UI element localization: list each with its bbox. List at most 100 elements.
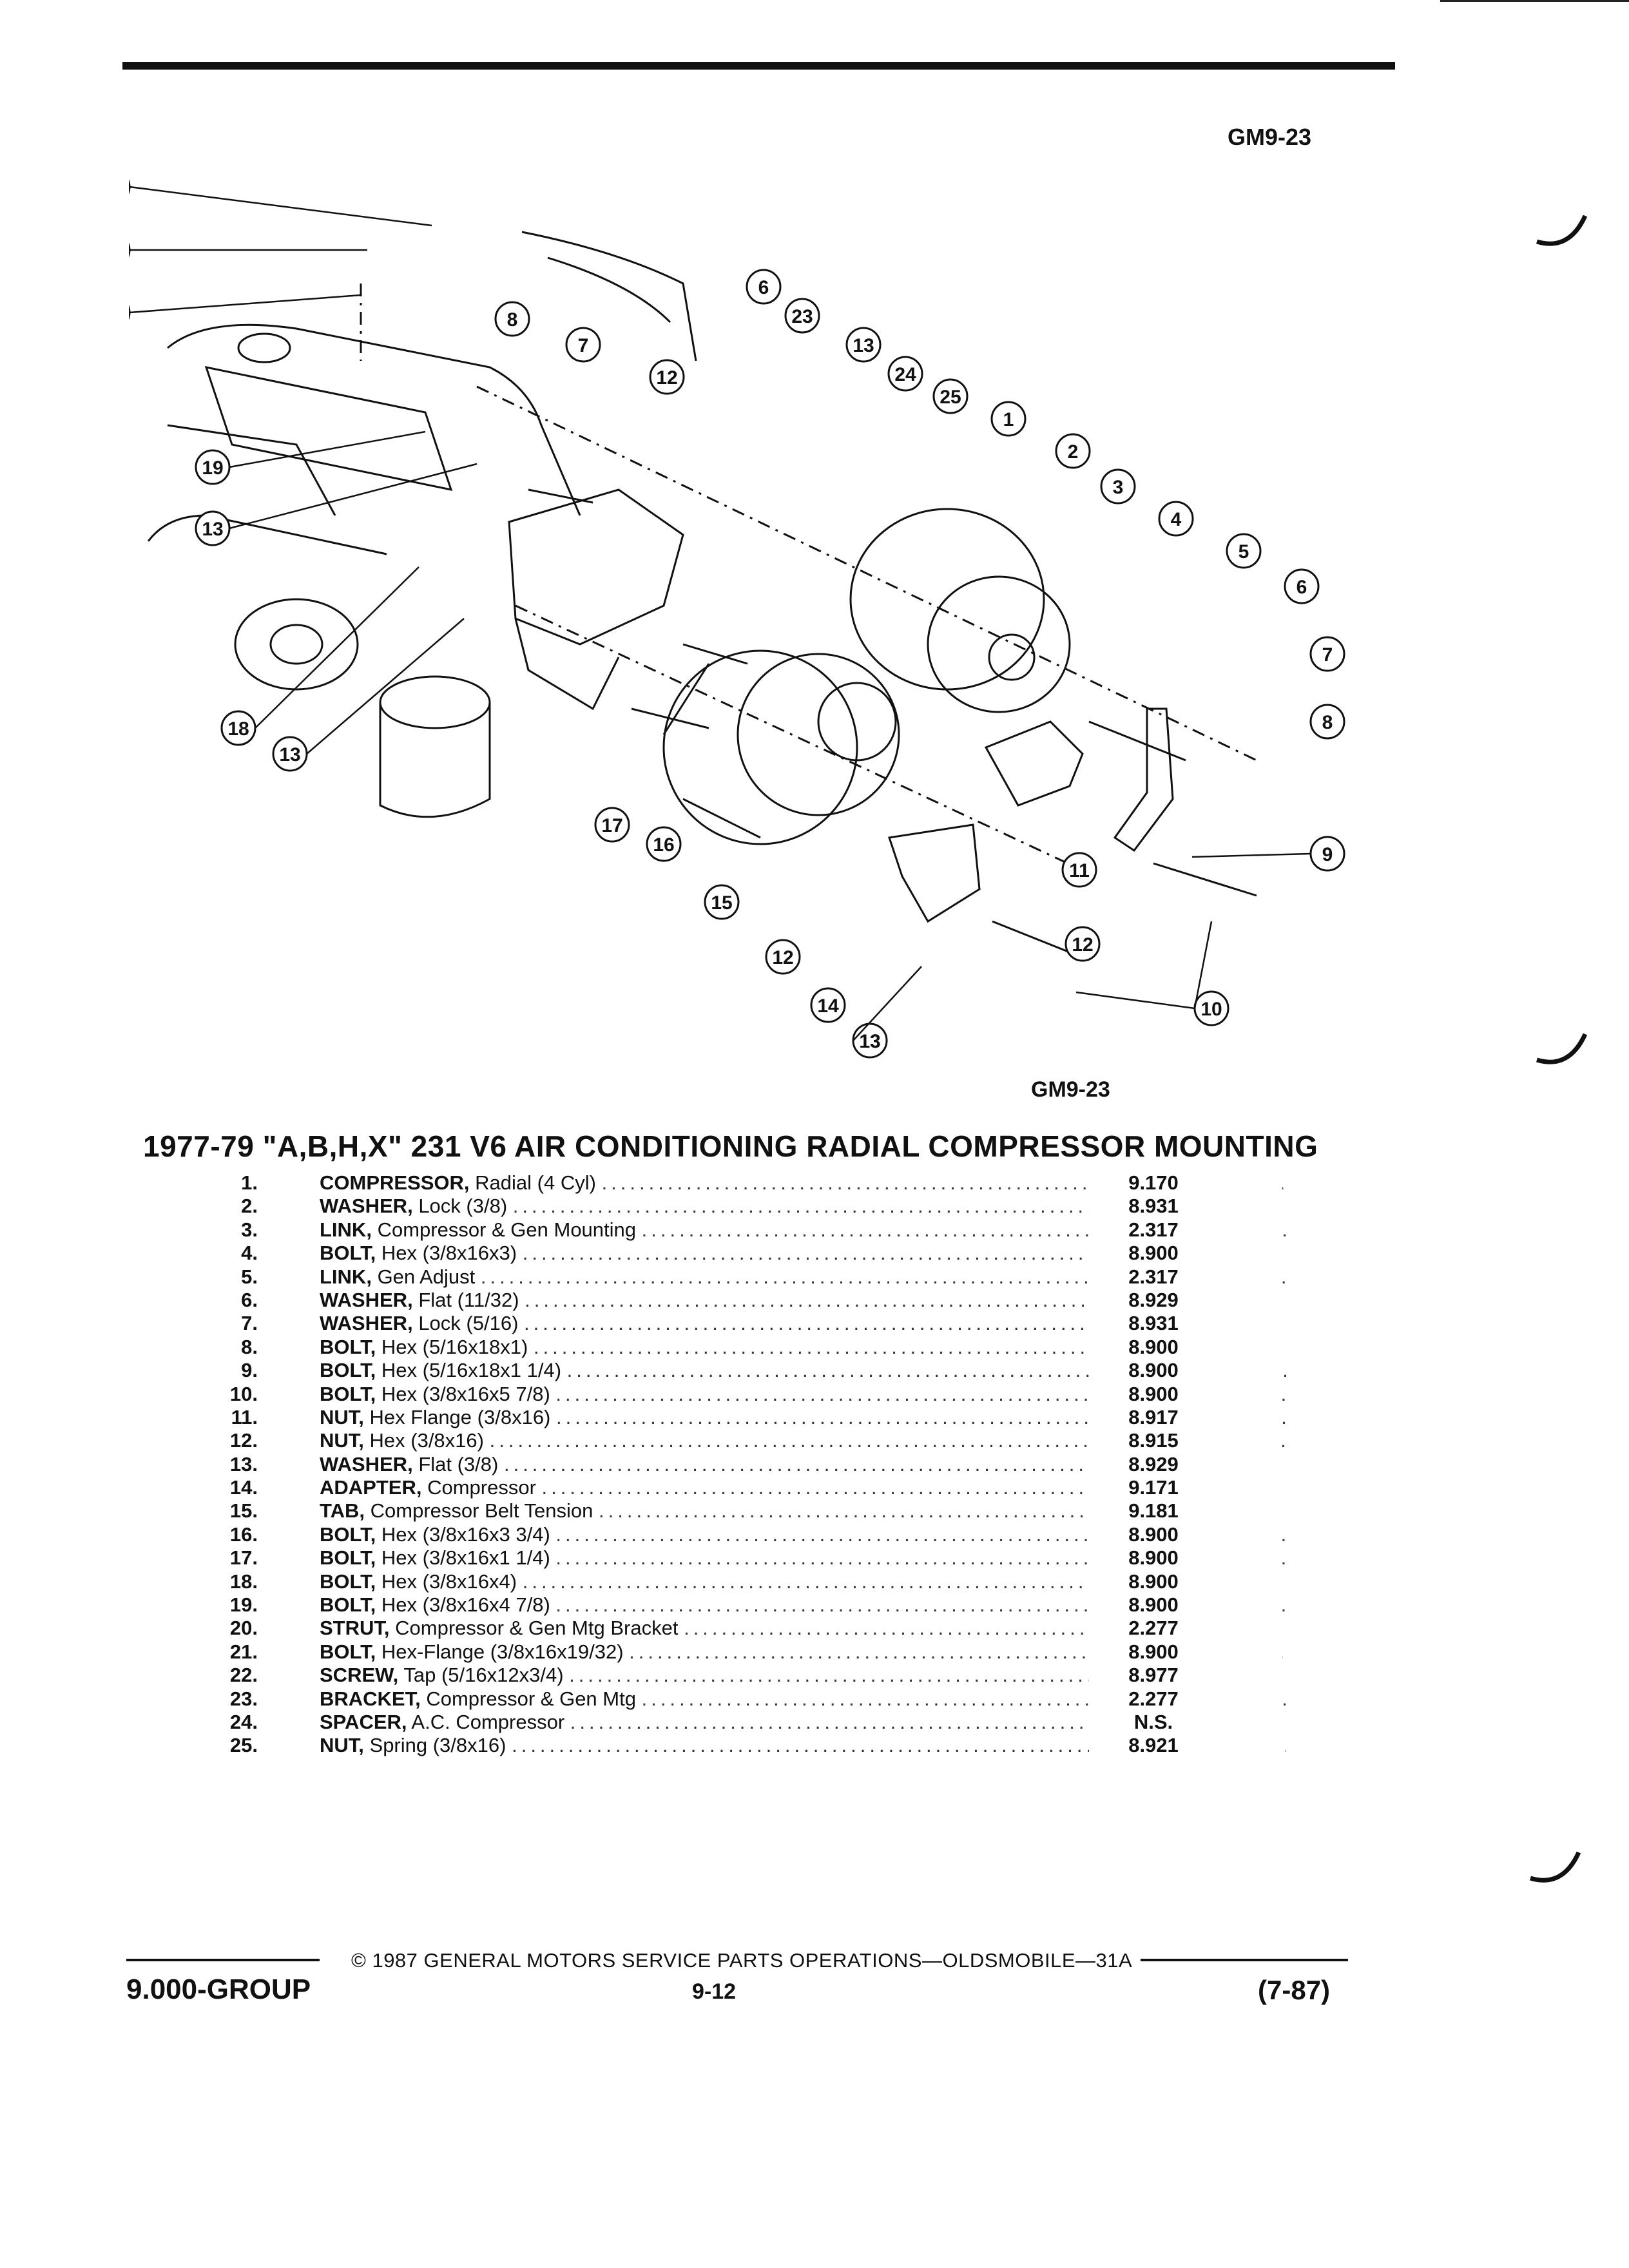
svg-text:17: 17 <box>601 815 622 836</box>
svg-text:1: 1 <box>1003 409 1014 430</box>
part-code: 8.915 <box>1115 1429 1192 1453</box>
callout-circles <box>129 179 1345 1059</box>
svg-text:11: 11 <box>1069 860 1090 881</box>
part-number: 20. <box>229 1617 258 1640</box>
part-name: WASHER, <box>320 1312 413 1335</box>
part-description: Tap (5/16x12x3/4) <box>403 1664 564 1687</box>
part-name: BOLT, <box>320 1242 376 1265</box>
part-code: 8.977 <box>1115 1664 1192 1687</box>
part-code: 8.900 <box>1115 1546 1192 1570</box>
svg-text:13: 13 <box>202 519 223 540</box>
svg-text:16: 16 <box>653 834 674 856</box>
figure-id-bottom: GM9-23 <box>1031 1077 1110 1102</box>
part-row: 5.LINK, Gen Adjust .....................… <box>193 1265 1286 1289</box>
part-row: 10.BOLT, Hex (3/8x16x5 7/8) ............… <box>193 1382 1286 1406</box>
part-code: 2.277 <box>1115 1617 1192 1640</box>
part-name: NUT, <box>320 1429 364 1452</box>
part-code: 8.900 <box>1115 1593 1192 1617</box>
part-name: BOLT, <box>320 1546 376 1570</box>
part-name: NUT, <box>320 1734 364 1757</box>
svg-text:24: 24 <box>894 364 916 385</box>
part-description: Flat (11/32) <box>418 1288 519 1311</box>
part-code: 8.931 <box>1115 1195 1192 1218</box>
part-number: 15. <box>229 1499 258 1523</box>
part-name: ADAPTER, <box>320 1476 422 1499</box>
part-number: 25. <box>229 1734 258 1757</box>
part-description: Hex Flange (3/8x16) <box>369 1405 551 1428</box>
part-description: Hex (3/8x16) <box>369 1429 484 1452</box>
part-number: 11. <box>231 1405 258 1428</box>
exploded-diagram: 22 21 20 8 7 12 6 23 13 24 25 1 2 3 4 5 … <box>129 179 1345 1059</box>
svg-text:13: 13 <box>859 1031 880 1052</box>
part-name: BOLT, <box>320 1523 376 1546</box>
part-description: Compressor Belt Tension <box>370 1499 593 1523</box>
svg-text:2: 2 <box>1068 441 1079 463</box>
copyright-text: © 1987 GENERAL MOTORS SERVICE PARTS OPER… <box>351 1949 1133 1972</box>
part-number: 22. <box>229 1664 258 1687</box>
svg-text:4: 4 <box>1171 509 1182 530</box>
part-row: 8.BOLT, Hex (5/16x18x1) ................… <box>193 1335 1286 1359</box>
part-number: 7. <box>241 1312 258 1335</box>
part-name: BOLT, <box>320 1570 376 1593</box>
part-description: Compressor & Gen Mtg Bracket <box>395 1617 679 1640</box>
filler-cap <box>237 332 291 363</box>
part-row: 21.BOLT, Hex-Flange (3/8x16x19/32) .....… <box>193 1640 1286 1664</box>
svg-text:7: 7 <box>578 335 589 356</box>
part-row: 13.WASHER, Flat (3/8) ..................… <box>193 1452 1286 1476</box>
part-description: Compressor <box>427 1476 536 1499</box>
part-name: TAB, <box>320 1499 365 1523</box>
part-number: 23. <box>229 1687 258 1710</box>
part-description: Spring (3/8x16) <box>369 1734 506 1757</box>
part-number: 16. <box>229 1523 258 1546</box>
svg-text:19: 19 <box>202 457 223 479</box>
svg-text:13: 13 <box>853 335 874 356</box>
part-row: 25.NUT, Spring (3/8x16) ................… <box>193 1734 1286 1758</box>
part-row: 12.NUT, Hex (3/8x16) ...................… <box>193 1429 1286 1453</box>
part-code: 8.900 <box>1115 1242 1192 1265</box>
part-name: BOLT, <box>320 1382 376 1405</box>
svg-text:13: 13 <box>859 1031 880 1052</box>
part-code: 2.277 <box>1115 1687 1192 1711</box>
header-rule <box>122 62 1395 70</box>
part-row: 1.COMPRESSOR, Radial (4 Cyl) ...........… <box>193 1171 1286 1195</box>
link-5 <box>1113 707 1174 852</box>
part-description: Compressor & Gen Mtg <box>426 1687 636 1710</box>
part-row: 11.NUT, Hex Flange (3/8x16) ............… <box>193 1405 1286 1429</box>
part-name: BOLT, <box>320 1640 376 1663</box>
scan-edge-line <box>1440 0 1629 2</box>
part-description: Hex (3/8x16x5 7/8) <box>381 1382 550 1405</box>
page-number: 9-12 <box>692 1979 737 2004</box>
part-row: 19.BOLT, Hex (3/8x16x4 7/8) ............… <box>193 1593 1286 1617</box>
binding-mark-3 <box>1529 1851 1581 1883</box>
part-row: 9.BOLT, Hex (5/16x18x1 1/4) ............… <box>193 1359 1286 1383</box>
part-number: 19. <box>229 1593 258 1617</box>
part-code: 9.170 <box>1115 1171 1192 1195</box>
part-row: 17.BOLT, Hex (3/8x16x1 1/4) ............… <box>193 1546 1286 1570</box>
part-code: 9.181 <box>1115 1499 1192 1523</box>
part-row: 15.TAB, Compressor Belt Tension ........… <box>193 1499 1286 1523</box>
part-number: 1. <box>241 1171 258 1194</box>
part-code: 8.900 <box>1115 1335 1192 1359</box>
part-name: COMPRESSOR, <box>320 1171 470 1194</box>
part-row: 4.BOLT, Hex (3/8x16x3) .................… <box>193 1242 1286 1265</box>
part-name: BOLT, <box>320 1359 376 1382</box>
part-number: 12. <box>229 1429 258 1452</box>
revision-date: (7-87) <box>1258 1975 1331 2005</box>
part-code: 8.929 <box>1115 1288 1192 1312</box>
svg-text:10: 10 <box>1200 999 1222 1020</box>
part-code: 8.900 <box>1115 1359 1192 1383</box>
part-description: Hex-Flange (3/8x16x19/32) <box>381 1640 624 1663</box>
part-number: 3. <box>241 1218 258 1241</box>
part-name: WASHER, <box>320 1452 413 1475</box>
part-description: Hex (5/16x18x1) <box>381 1335 528 1358</box>
part-code: 2.317 <box>1115 1265 1192 1289</box>
part-number: 17. <box>229 1546 258 1570</box>
part-name: WASHER, <box>320 1288 413 1311</box>
svg-text:14: 14 <box>817 995 839 1017</box>
part-row: 6.WASHER, Flat (11/32) .................… <box>193 1288 1286 1312</box>
valve-cover <box>204 366 453 491</box>
part-name: LINK, <box>320 1265 372 1288</box>
part-number: 2. <box>241 1195 258 1218</box>
callout-labels: 22 21 20 8 7 12 6 23 13 24 25 1 2 3 4 5 … <box>202 277 1333 1052</box>
pulley-left <box>234 598 359 691</box>
